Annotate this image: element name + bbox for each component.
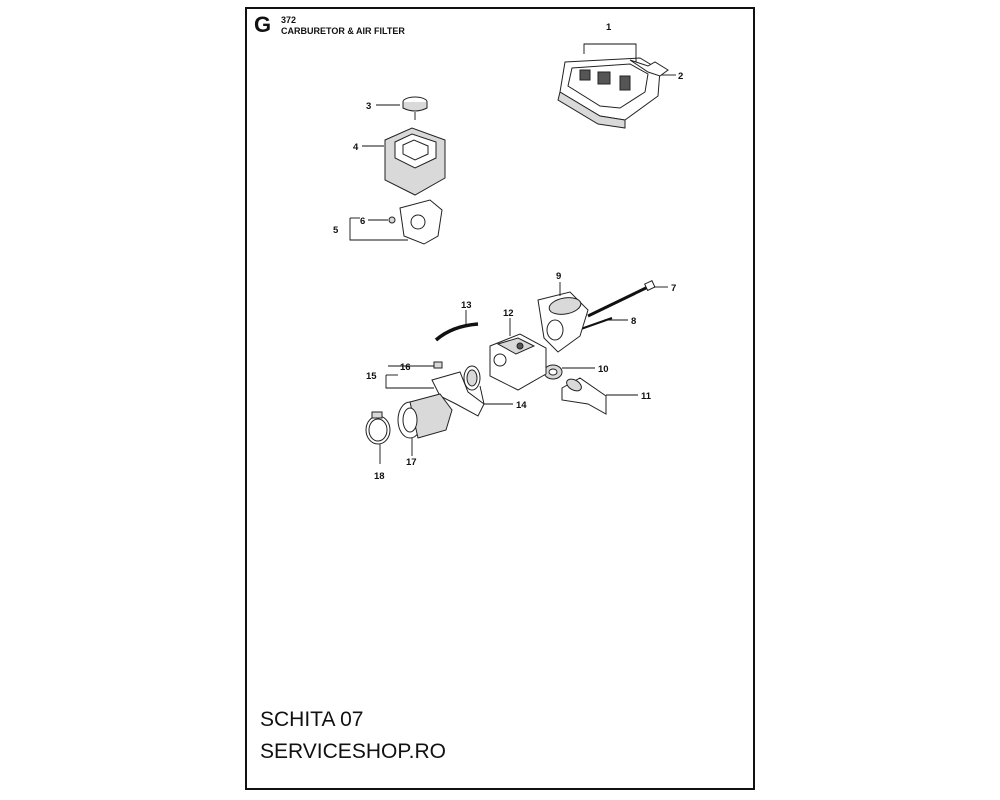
diagram-title: CARBURETOR & AIR FILTER bbox=[281, 26, 405, 36]
callout-13: 13 bbox=[461, 300, 472, 311]
callout-3: 3 bbox=[366, 101, 371, 112]
part-bracket[interactable] bbox=[561, 377, 607, 415]
part-intake-boot[interactable] bbox=[397, 393, 453, 439]
part-knob[interactable] bbox=[402, 96, 428, 120]
callout-11: 11 bbox=[641, 391, 652, 402]
leader-line-1 bbox=[583, 43, 637, 62]
leader-line-5 bbox=[349, 218, 408, 241]
callout-16: 16 bbox=[400, 362, 411, 373]
leader-line-15 bbox=[385, 375, 434, 389]
callout-15: 15 bbox=[366, 371, 377, 382]
callout-14: 14 bbox=[516, 400, 527, 411]
part-gasket-ring[interactable] bbox=[463, 365, 481, 391]
callout-8: 8 bbox=[631, 316, 636, 327]
part-carburetor[interactable] bbox=[489, 333, 547, 391]
model-number: 372 bbox=[281, 15, 297, 25]
callout-4: 4 bbox=[353, 142, 359, 153]
callout-12: 12 bbox=[503, 308, 514, 319]
page-frame bbox=[245, 7, 755, 790]
callout-10: 10 bbox=[598, 364, 609, 375]
part-filter-base[interactable] bbox=[388, 199, 443, 245]
part-gasket[interactable] bbox=[543, 364, 563, 380]
callout-5: 5 bbox=[333, 225, 339, 236]
callout-9: 9 bbox=[556, 271, 561, 282]
callout-6: 6 bbox=[360, 216, 365, 227]
part-clamp[interactable] bbox=[365, 411, 391, 445]
part-bolt[interactable] bbox=[587, 280, 656, 318]
callout-7: 7 bbox=[671, 283, 676, 294]
part-fuel-hose[interactable] bbox=[434, 322, 479, 342]
part-intake-adapter[interactable] bbox=[537, 291, 589, 353]
section-letter: G bbox=[254, 12, 272, 37]
part-air-filter[interactable] bbox=[384, 127, 446, 196]
sketch-label: SCHITA 07 bbox=[260, 708, 364, 731]
callout-2: 2 bbox=[678, 71, 683, 82]
site-label: SERVICESHOP.RO bbox=[260, 740, 446, 763]
part-cover[interactable] bbox=[557, 57, 669, 129]
leader-line-14b bbox=[479, 385, 485, 405]
callout-1: 1 bbox=[606, 22, 612, 33]
callout-17: 17 bbox=[406, 457, 417, 468]
callout-18: 18 bbox=[374, 471, 385, 482]
